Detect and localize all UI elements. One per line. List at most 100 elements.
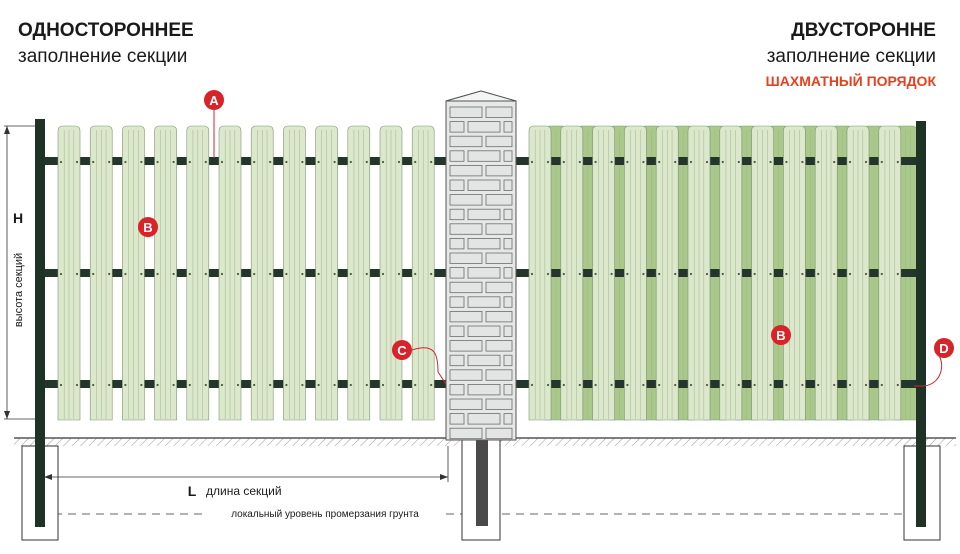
picket-left: [122, 125, 145, 421]
brick: [467, 296, 501, 308]
picket-right-front: [846, 125, 870, 421]
post-right: [916, 121, 926, 527]
brick: [449, 237, 465, 250]
picket-right-front: [592, 125, 615, 421]
right-rail-middle: [516, 269, 922, 277]
brick: [485, 164, 513, 177]
brick: [467, 267, 501, 279]
brick: [449, 223, 483, 235]
brick: [467, 121, 501, 133]
brick: [449, 267, 465, 279]
brick: [449, 325, 465, 337]
post-left: [35, 119, 45, 527]
right-rails: [516, 157, 922, 388]
picket-left: [411, 125, 435, 421]
brick: [449, 369, 483, 381]
brick: [485, 106, 513, 118]
picket-left: [218, 125, 242, 421]
right-title: ДВУСТОРОННЕ заполнение секции ШАХМАТНЫЙ …: [766, 18, 936, 92]
brick: [467, 150, 501, 162]
brick: [449, 121, 465, 133]
picket-left: [379, 125, 403, 421]
brick: [467, 383, 501, 396]
left-pickets-front: [57, 125, 435, 421]
marker-b-left-circle: [138, 217, 158, 237]
height-arrow-bottom: [4, 411, 10, 419]
brick: [503, 208, 513, 221]
brick: [449, 296, 465, 308]
brick: [503, 383, 513, 396]
length-dimension: L длина секций: [44, 446, 449, 499]
pillar-bricks: [449, 106, 513, 440]
height-dimension: H высота секций: [4, 125, 36, 420]
marker-c-circle: [392, 340, 412, 360]
picket-left: [186, 125, 210, 421]
brick: [503, 237, 513, 250]
length-label: длина секций: [206, 484, 282, 498]
brick: [467, 208, 501, 221]
brick: [485, 281, 513, 294]
brick: [449, 164, 483, 177]
brick: [467, 237, 501, 250]
foundation-center-core: [476, 440, 488, 526]
height-label: высота секций: [13, 253, 25, 327]
right-pickets-front: [528, 125, 902, 421]
brick: [449, 135, 483, 148]
brick: [503, 150, 513, 162]
brick: [485, 310, 513, 323]
brick: [449, 310, 483, 323]
right-rail-top: [516, 157, 922, 165]
brick: [467, 179, 501, 191]
brick: [449, 252, 483, 264]
picket-right-front: [560, 125, 584, 421]
brick: [449, 413, 465, 425]
picket-left: [283, 125, 306, 421]
picket-left: [347, 125, 371, 421]
brick: [467, 354, 501, 367]
brick: [467, 325, 501, 337]
length-letter: L: [188, 483, 197, 499]
left-title-main: ОДНОСТОРОННЕЕ: [18, 20, 194, 41]
brick: [449, 398, 483, 410]
brick: [449, 208, 465, 221]
picket-left: [250, 125, 274, 421]
right-title-sub: заполнение секции: [766, 46, 936, 67]
marker-b-right: B: [771, 325, 791, 345]
brick: [503, 267, 513, 279]
brick: [449, 106, 483, 118]
brick: [449, 354, 465, 367]
right-title-accent: ШАХМАТНЫЙ ПОРЯДОК: [765, 73, 936, 89]
brick: [449, 383, 465, 396]
picket-right-front: [528, 125, 552, 421]
left-rails: [40, 157, 446, 388]
picket-left: [57, 125, 81, 421]
height-arrow-top: [4, 126, 10, 134]
marker-b-right-circle: [771, 325, 791, 345]
brick: [503, 354, 513, 367]
frost-label: локальный уровень промерзания грунта: [231, 509, 419, 520]
picket-left: [315, 125, 338, 421]
picket-right-front: [751, 125, 774, 421]
brick: [467, 413, 501, 425]
brick: [449, 194, 483, 206]
brick: [449, 427, 483, 440]
pillar-cap: [445, 90, 517, 102]
brick: [485, 398, 513, 410]
marker-d: D: [934, 338, 954, 358]
picket-right-front: [624, 125, 647, 421]
brick: [449, 340, 483, 352]
brick: [503, 413, 513, 425]
brick: [449, 179, 465, 191]
picket-left: [154, 125, 177, 421]
marker-c: C: [392, 340, 412, 360]
picket-right-front: [878, 125, 902, 421]
right-rail-bottom: [516, 380, 922, 388]
left-title-sub: заполнение секции: [18, 46, 188, 67]
left-rail-bottom: [40, 380, 446, 388]
picket-right-front: [719, 125, 743, 421]
brick: [485, 340, 513, 352]
marker-b-left-label: B: [143, 220, 152, 235]
marker-b-right-label: B: [776, 328, 785, 343]
brick: [503, 296, 513, 308]
